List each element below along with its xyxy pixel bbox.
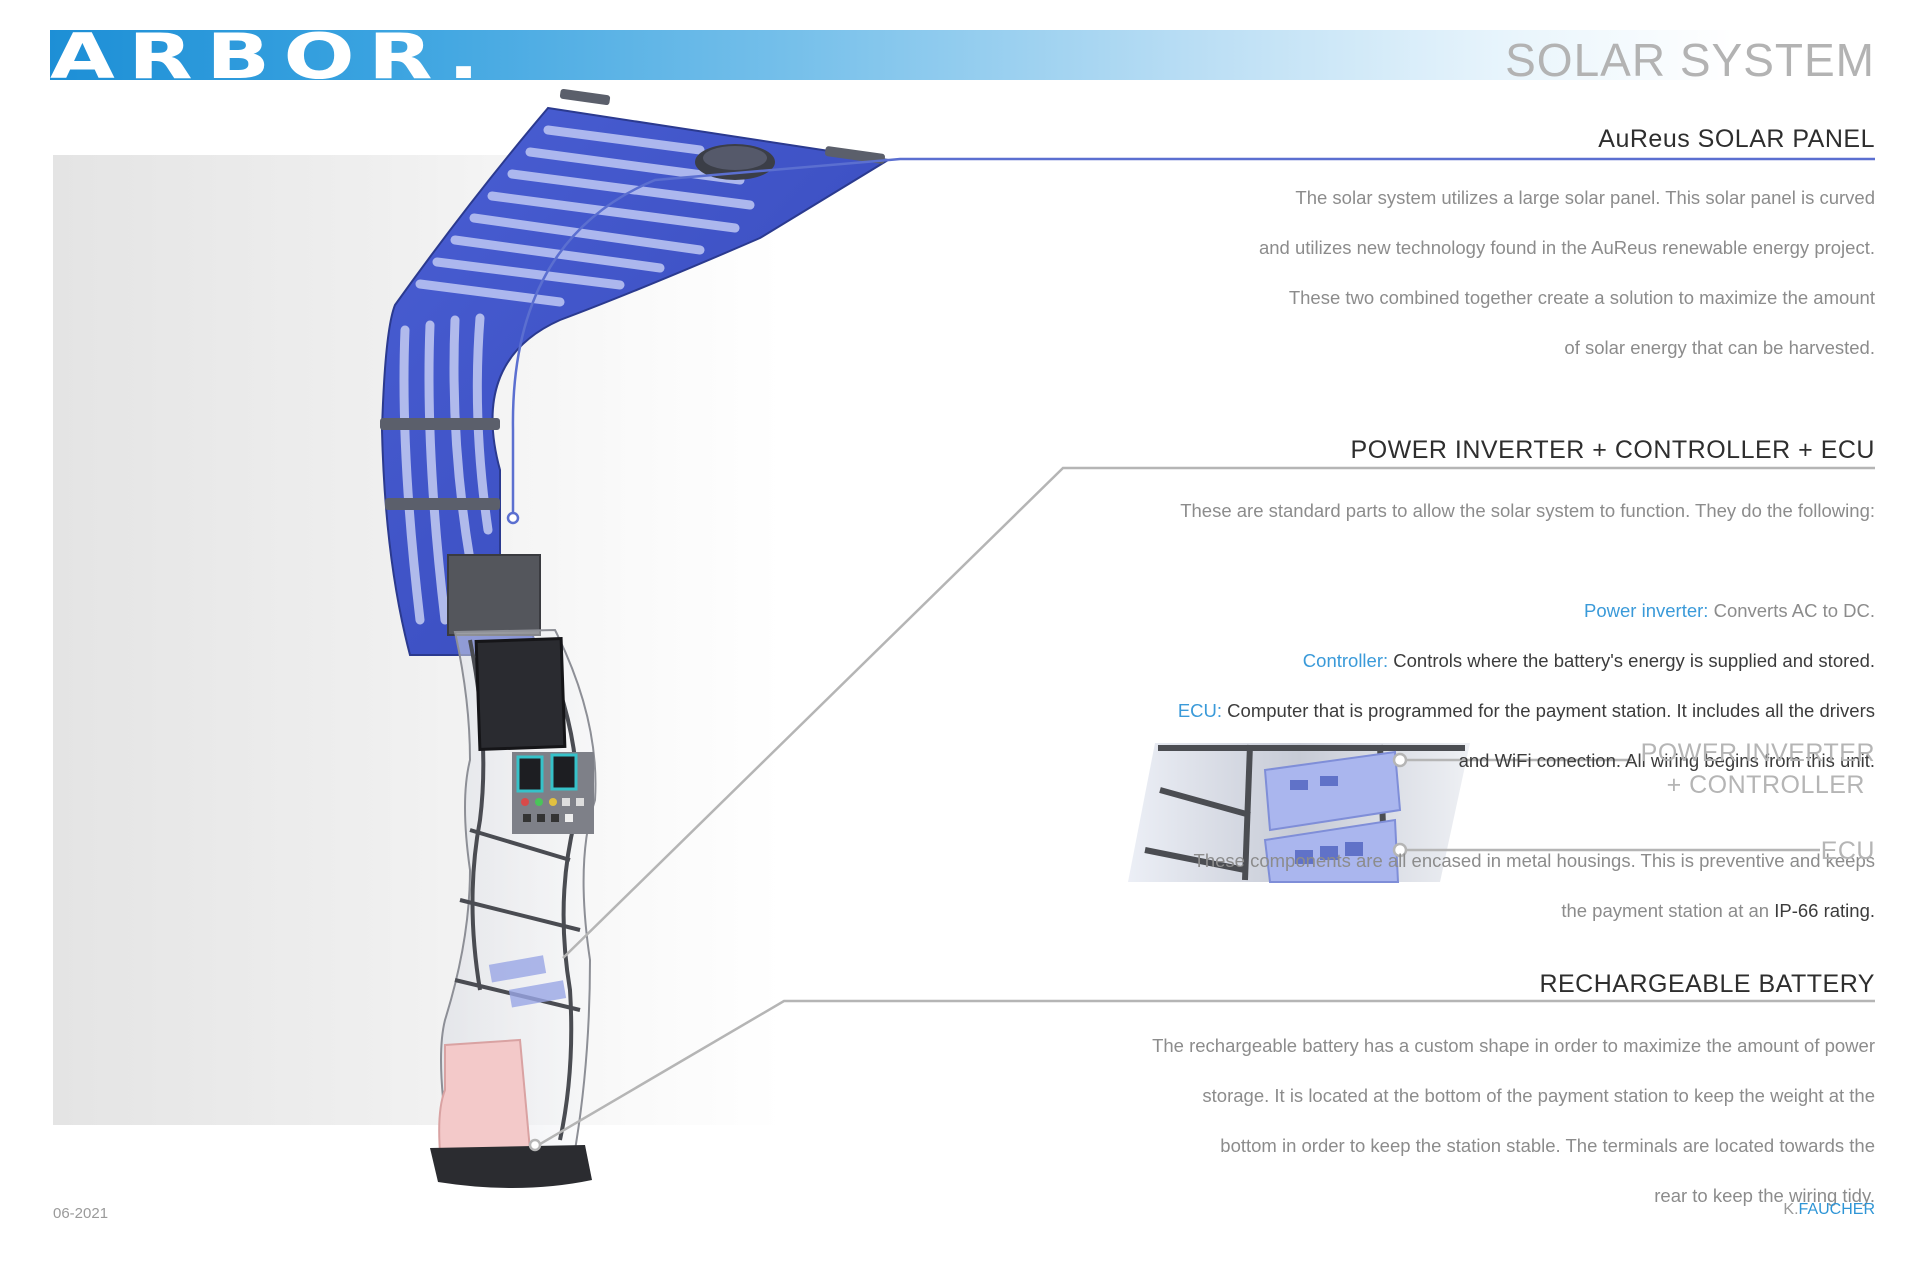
inverter-item-power: Power inverter: Converts AC to DC.	[1178, 598, 1875, 623]
term-power-inverter-text: Converts AC to DC.	[1708, 600, 1875, 621]
label-ecu: ECU	[1820, 837, 1875, 865]
callout-battery	[528, 999, 1875, 1152]
battery-line: storage. It is located at the bottom of …	[1202, 1085, 1875, 1106]
label-controller: + CONTROLLER	[1666, 771, 1865, 799]
footer-author: K.FAUCHER	[1783, 1201, 1875, 1219]
kiosk-screen	[474, 636, 567, 751]
battery-block	[438, 1038, 532, 1154]
term-power-inverter: Power inverter:	[1584, 600, 1709, 621]
author-initial: K.	[1783, 1201, 1799, 1218]
callout-inverter	[562, 466, 1875, 959]
spacer	[1178, 548, 1875, 573]
battery-line: The rechargeable battery has a custom sh…	[1152, 1035, 1875, 1056]
term-ecu: ECU:	[1177, 700, 1223, 721]
inverter-title: POWER INVERTER + CONTROLLER + ECU	[1350, 436, 1875, 464]
solar-panel-line: of solar energy that can be harvested.	[1564, 337, 1875, 358]
battery-line: bottom in order to keep the station stab…	[1220, 1135, 1875, 1156]
detail-callouts	[1392, 752, 1820, 858]
battery-title: RECHARGEABLE BATTERY	[1539, 970, 1875, 998]
housing-line-1: These components are all encased in meta…	[1193, 850, 1875, 871]
mount-plate	[447, 554, 541, 636]
inverter-description: These are standard parts to allow the so…	[1178, 473, 1875, 948]
inverter-item-ecu: ECU: Computer that is programmed for the…	[1178, 698, 1875, 723]
term-controller-text: Controls where the battery's energy is s…	[1388, 650, 1875, 671]
housing-line-2-prefix: the payment station at an	[1561, 900, 1775, 921]
ip-rating: IP-66 rating.	[1774, 900, 1875, 921]
term-controller: Controller:	[1302, 650, 1389, 671]
housing-line-2: the payment station at an IP-66 rating.	[1178, 898, 1875, 923]
label-power-inverter: POWER INVERTER	[1640, 739, 1875, 767]
header-gradient-band	[50, 30, 1880, 80]
solar-panel-line: The solar system utilizes a large solar …	[1295, 187, 1875, 208]
inverter-item-controller: Controller: Controls where the battery's…	[1178, 648, 1875, 673]
term-ecu-text: Computer that is programmed for the paym…	[1222, 700, 1875, 721]
spacer	[1178, 798, 1875, 823]
footer-date: 06-2021	[53, 1205, 109, 1222]
kiosk-housing	[430, 628, 597, 1189]
page-title: SOLAR SYSTEM	[1505, 34, 1875, 86]
inverter-intro: These are standard parts to allow the so…	[1180, 500, 1875, 521]
solar-panel-title: AuReus SOLAR PANEL	[1598, 125, 1875, 153]
solar-panel-description: The solar system utilizes a large solar …	[1259, 160, 1875, 385]
electronics-detail-inset	[1128, 743, 1470, 883]
solar-panel-line: These two combined together create a sol…	[1288, 287, 1875, 308]
ecu-continued: and WiFi conection. All wiring begins fr…	[1458, 750, 1875, 771]
solar-panel-shape	[380, 88, 891, 656]
battery-line: rear to keep the wiring tidy.	[1654, 1185, 1875, 1206]
author-name: FAUCHER	[1798, 1201, 1875, 1218]
solar-panel-line: and utilizes new technology found in the…	[1258, 237, 1875, 258]
callout-solar-panel	[506, 157, 1875, 525]
arbor-logo: ARBOR.	[50, 20, 493, 93]
battery-description: The rechargeable battery has a custom sh…	[1152, 1008, 1875, 1233]
